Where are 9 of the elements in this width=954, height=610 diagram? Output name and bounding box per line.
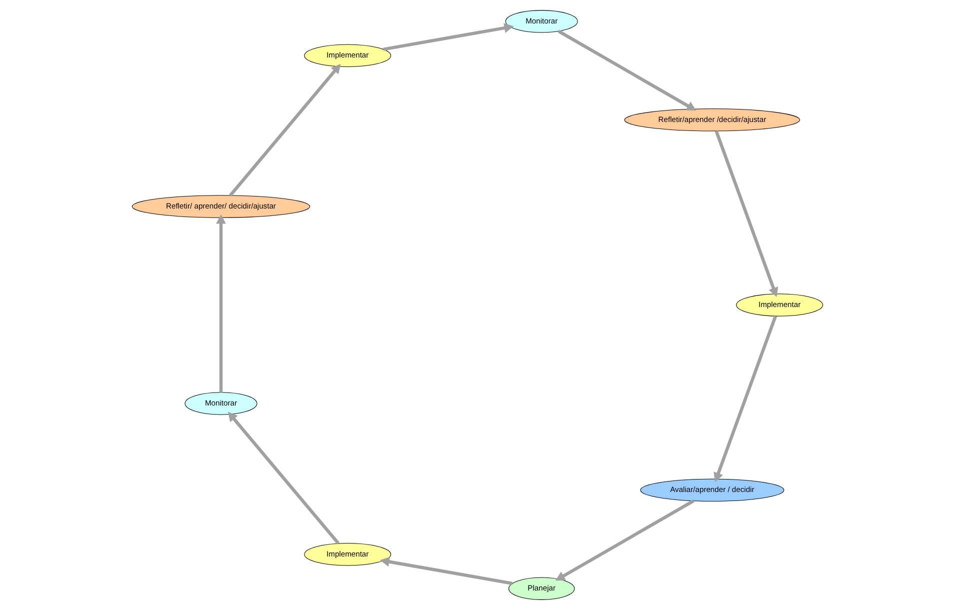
arrow <box>227 412 340 544</box>
arrow <box>714 130 778 298</box>
arrow <box>713 316 777 482</box>
arrow <box>382 23 514 51</box>
arrow <box>554 499 694 581</box>
arrow <box>379 556 512 586</box>
arrow <box>228 64 340 196</box>
arrow <box>557 30 696 111</box>
arrow <box>216 214 226 392</box>
